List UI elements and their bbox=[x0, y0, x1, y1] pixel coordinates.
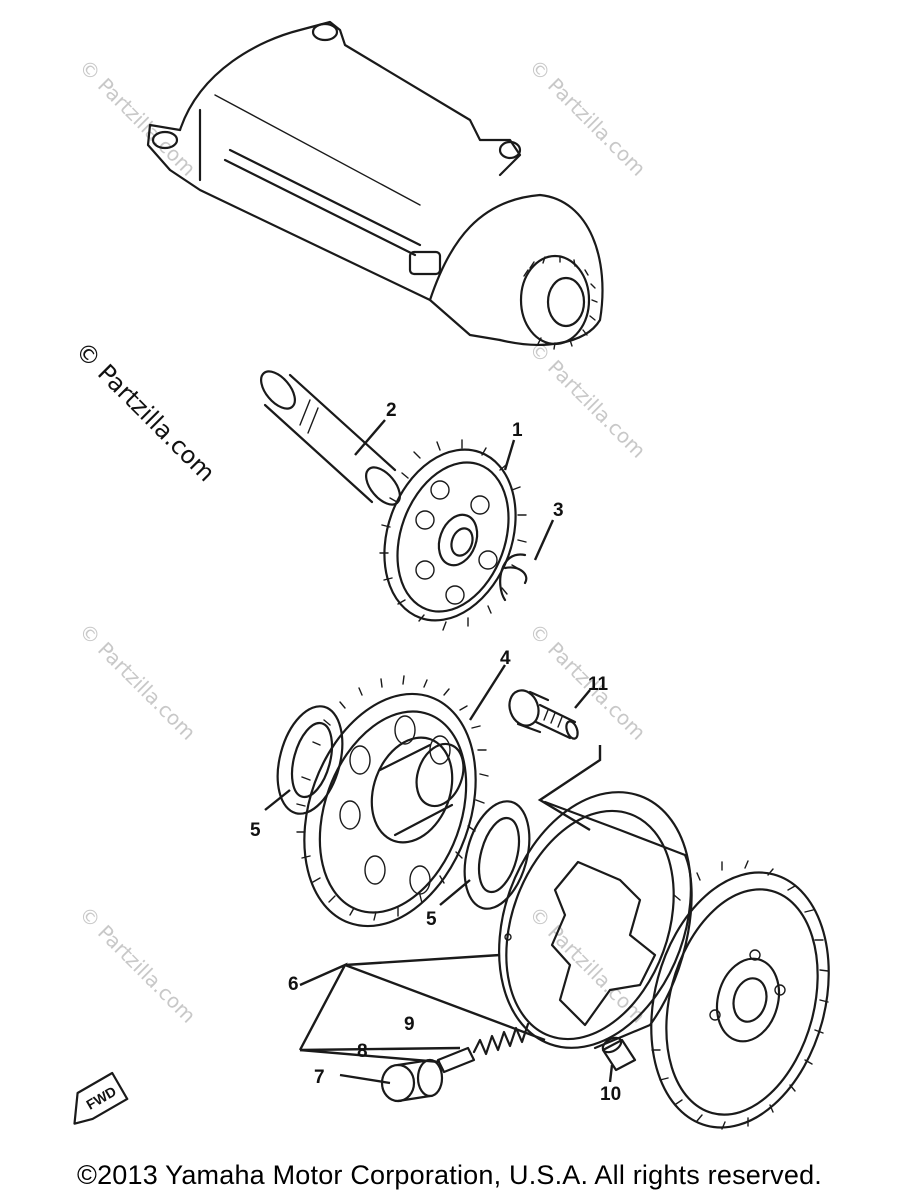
copyright-notice: ©2013 Yamaha Motor Corporation, U.S.A. A… bbox=[76, 1160, 823, 1190]
plunger-part-8 bbox=[436, 1046, 476, 1074]
leader-lines bbox=[264, 419, 614, 1085]
watermark-3: © Partzilla.com bbox=[524, 337, 650, 463]
callout-7: 7 bbox=[314, 1067, 325, 1088]
callout-11: 11 bbox=[588, 674, 609, 695]
watermark-group: © Partzilla.com © Partzilla.com © Partzi… bbox=[70, 55, 651, 1028]
watermark-2: © Partzilla.com bbox=[524, 55, 650, 181]
callout-8: 8 bbox=[357, 1041, 368, 1062]
callout-5b: 5 bbox=[426, 909, 437, 930]
callout-5a: 5 bbox=[250, 820, 261, 841]
watermark-6: © Partzilla.com bbox=[74, 902, 200, 1028]
watermark-7: © Partzilla.com bbox=[524, 902, 650, 1028]
watermark-primary: © Partzilla.com bbox=[70, 336, 221, 487]
callout-2: 2 bbox=[386, 400, 397, 421]
callouts: 2 1 3 4 11 5 5 6 9 8 7 10 bbox=[250, 400, 621, 1105]
shim-part-5a bbox=[276, 705, 344, 815]
callout-1: 1 bbox=[512, 420, 523, 441]
callout-4: 4 bbox=[500, 648, 511, 669]
rear-gear bbox=[650, 860, 830, 1130]
starter-gear-part-4 bbox=[296, 675, 489, 928]
pin-part-10 bbox=[601, 1036, 637, 1072]
clutch-housing bbox=[498, 791, 693, 1050]
shaft-part-2 bbox=[260, 370, 401, 506]
idler-gear-part-1 bbox=[379, 439, 527, 631]
clip-part-3 bbox=[499, 553, 528, 602]
starter-motor bbox=[146, 20, 604, 350]
watermark-1: © Partzilla.com bbox=[74, 55, 200, 181]
callout-6: 6 bbox=[288, 974, 299, 995]
callout-9: 9 bbox=[404, 1014, 415, 1035]
fwd-arrow-icon: FWD bbox=[73, 1071, 129, 1125]
shim-part-5b bbox=[463, 800, 531, 910]
callout-3: 3 bbox=[553, 500, 564, 521]
bolt-part-11 bbox=[508, 689, 579, 740]
roller-part-7 bbox=[380, 1058, 444, 1103]
spring-part-9 bbox=[472, 1022, 530, 1056]
watermark-4: © Partzilla.com bbox=[74, 619, 200, 745]
callout-10: 10 bbox=[600, 1084, 621, 1105]
